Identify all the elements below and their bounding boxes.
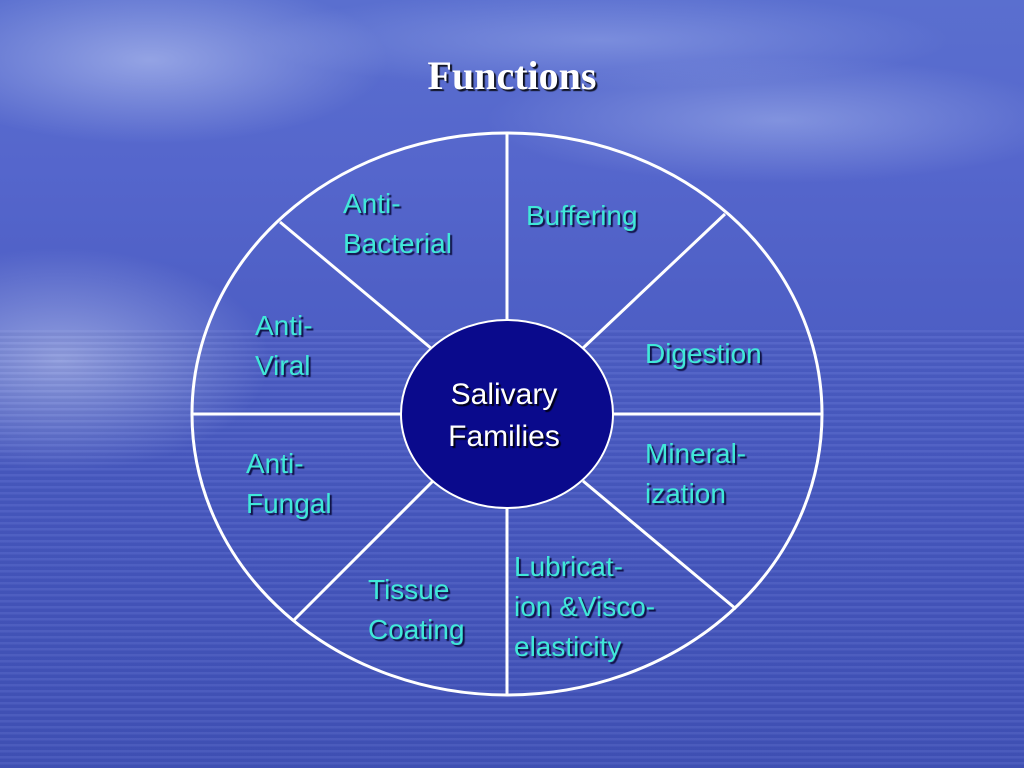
segment-anti-viral: Anti- Viral: [255, 306, 313, 386]
segment-label-line: Mineral-: [645, 438, 747, 469]
spoke-top-right: [580, 212, 727, 351]
segment-label-line: Bacterial: [343, 228, 452, 259]
segment-label-line: Lubricat-: [514, 551, 623, 582]
segment-label-line: Anti-: [255, 310, 313, 341]
segment-anti-fungal: Anti- Fungal: [246, 444, 332, 524]
segment-label-line: Digestion: [645, 338, 762, 369]
segment-label-line: elasticity: [514, 631, 622, 662]
spoke-bottom-left: [292, 479, 435, 622]
segment-lubrication: Lubricat- ion &Visco- elasticity: [514, 547, 655, 667]
segment-label-line: ion &Visco-: [514, 591, 656, 622]
segment-label-line: ization: [645, 478, 726, 509]
center-hub: [400, 319, 614, 509]
center-hub-label: Salivary Families: [404, 374, 604, 458]
segment-buffering: Buffering: [526, 196, 638, 236]
slide-title: Functions: [427, 53, 597, 98]
center-label-line-2: Families: [448, 420, 560, 453]
spoke-top-left: [279, 220, 433, 351]
spoke-bottom-right: [582, 479, 737, 611]
segment-digestion: Digestion: [645, 334, 762, 374]
segment-label-line: Buffering: [526, 200, 638, 231]
center-label-line-1: Salivary: [450, 378, 558, 411]
segment-label-line: Coating: [368, 614, 465, 645]
segment-anti-bacterial: Anti- Bacterial: [343, 184, 452, 264]
segment-label-line: Fungal: [246, 488, 332, 519]
segment-label-line: Viral: [255, 350, 311, 381]
segment-tissue-coating: Tissue Coating: [368, 570, 465, 650]
segment-mineralization: Mineral- ization: [645, 434, 746, 514]
segment-label-line: Anti-: [246, 448, 304, 479]
segment-label-line: Tissue: [368, 574, 450, 605]
segment-label-line: Anti-: [343, 188, 401, 219]
